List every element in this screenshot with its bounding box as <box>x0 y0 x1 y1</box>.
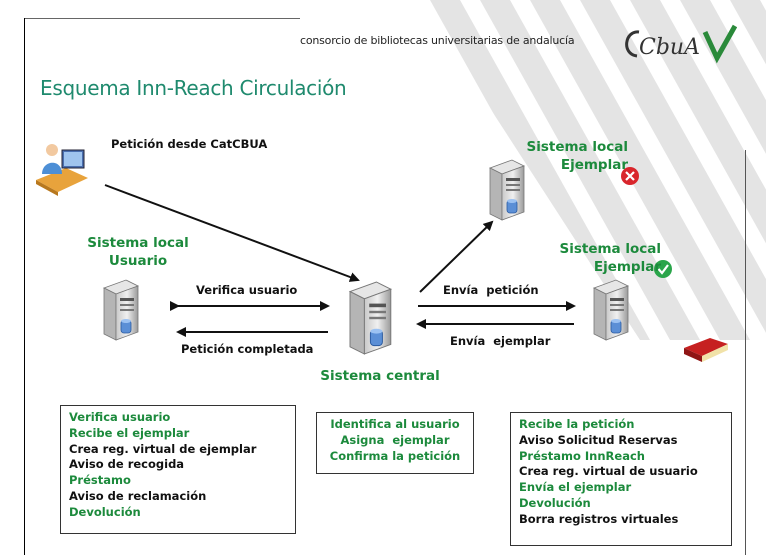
frame-right-line <box>745 150 746 555</box>
local-item-system-bottom-line2: Ejemplar <box>593 259 661 275</box>
page-title: Esquema Inn-Reach Circulación <box>40 76 347 100</box>
left-line: Aviso de recogida <box>69 457 185 472</box>
central-system-label: Sistema central <box>320 368 440 384</box>
center-line: Identifica al usuario <box>330 417 460 431</box>
server-icon <box>593 279 629 341</box>
local-user-system-label: Sistema local Usuario <box>78 234 198 270</box>
right-line: Envía el ejemplar <box>519 480 632 495</box>
frame-left-line <box>24 18 25 555</box>
local-item-system-top-label: Sistema local Ejemplar <box>522 138 628 174</box>
local-user-system-label-line2: Usuario <box>108 253 168 269</box>
server-icon <box>103 279 139 341</box>
send-item-arrow-label: Envía ejemplar <box>450 334 551 348</box>
server-icon <box>349 281 392 355</box>
right-line: Devolución <box>519 495 591 510</box>
check-circle-icon <box>654 260 672 278</box>
local-item-system-bottom-line1: Sistema local <box>559 241 661 257</box>
arrow-central-to-top-local <box>419 220 494 293</box>
verify-user-arrow-label: Verifica usuario <box>196 283 298 297</box>
center-line: Asigna ejemplar <box>340 432 450 447</box>
local-user-system-label-line1: Sistema local <box>87 235 189 251</box>
request-completed-arrow-label: Petición completada <box>181 342 314 356</box>
user-at-computer-icon <box>36 144 88 196</box>
left-line: Préstamo <box>69 473 131 488</box>
left-line: Recibe el ejemplar <box>69 425 190 440</box>
consortium-header: consorcio de bibliotecas universitarias … <box>300 34 575 47</box>
local-item-system-top-line2: Ejemplar <box>560 157 628 173</box>
right-line: Borra registros virtuales <box>519 511 679 526</box>
left-line: Verifica usuario <box>69 410 171 424</box>
frame-top-line <box>24 18 300 19</box>
request-catcbua-label: Petición desde CatCBUA <box>111 137 268 151</box>
local-item-system-bottom-label: Sistema local Ejemplar <box>555 240 661 276</box>
local-item-system-top-line1: Sistema local <box>526 139 628 155</box>
right-line: Préstamo InnReach <box>519 448 645 463</box>
server-icon <box>489 159 525 221</box>
send-request-arrow-label: Envía petición <box>443 283 539 297</box>
left-line: Aviso de reclamación <box>69 488 207 503</box>
arrow-request-to-central <box>104 184 360 282</box>
left-line: Devolución <box>69 504 141 519</box>
right-line: Crea reg. virtual de usuario <box>519 464 698 479</box>
right-line: Aviso Solicitud Reservas <box>519 432 678 447</box>
cbua-logo-text: CbuA <box>639 35 700 60</box>
book-icon <box>684 338 728 362</box>
cbua-logo: CbuA <box>625 24 737 64</box>
x-circle-icon <box>621 167 639 185</box>
center-line: Confirma la petición <box>329 448 461 463</box>
right-line: Recibe la petición <box>519 417 635 431</box>
left-line: Crea reg. virtual de ejemplar <box>69 441 257 456</box>
